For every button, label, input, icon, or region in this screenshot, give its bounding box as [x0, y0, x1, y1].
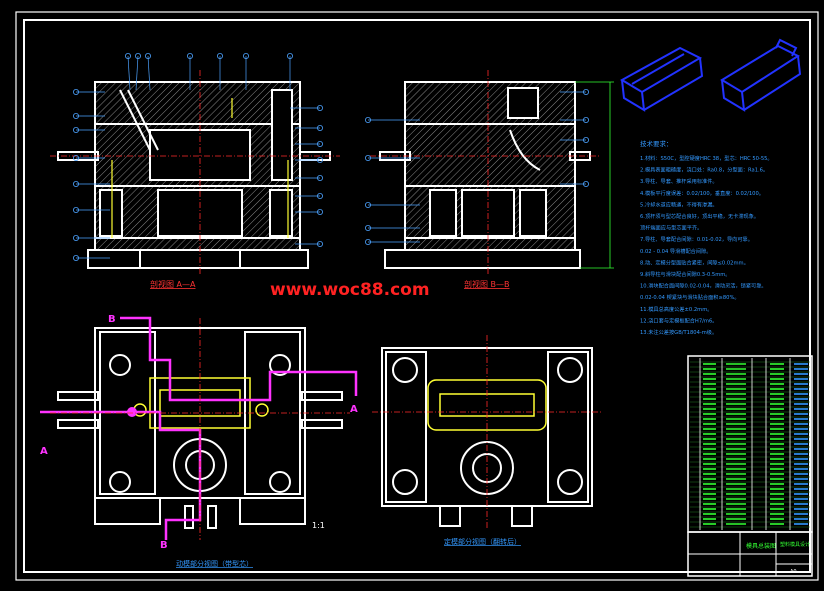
part-balloon	[316, 125, 323, 132]
part-balloon	[316, 156, 323, 163]
parts-list-table	[687, 355, 813, 533]
part-balloon	[73, 154, 80, 161]
technical-notes: 技术要求： 1.材料：S50C，型腔硬度HRC 38，型芯：HRC 50-55。…	[640, 139, 773, 336]
part-balloon	[316, 192, 323, 199]
section-aa-view: 剖视图 A—A	[50, 53, 340, 289]
section-letter-a-right: A	[350, 404, 358, 415]
part-balloon	[583, 136, 590, 143]
part-balloon	[125, 53, 132, 60]
section-origin-marker	[127, 407, 137, 417]
fixed-half-centerlines	[372, 335, 602, 530]
note-line: 2.模具表面粗糙度，浇口处：Ra0.8，分型面：Ra1.6。	[640, 166, 768, 174]
note-line: 4.模板平行度误差：0.02/100，垂直度：0.02/100。	[640, 189, 764, 197]
part-balloon	[364, 154, 371, 161]
section-bb-dimension	[575, 81, 614, 269]
watermark-text: www.woc88.com	[270, 280, 430, 300]
note-line: 8.动、定模分型面贴合紧密，间隙≤0.02mm。	[640, 258, 749, 266]
part-balloon	[364, 201, 371, 208]
section-bb-view: 剖视图 B—B	[364, 70, 614, 289]
part-balloon	[364, 238, 371, 245]
part-balloon	[242, 53, 249, 60]
part-balloon	[316, 240, 323, 247]
section-bb-leaders	[364, 89, 590, 245]
section-aa-caption: 剖视图 A—A	[150, 279, 196, 289]
part-balloon	[286, 53, 293, 60]
scale-mark: 1:1	[312, 521, 325, 530]
leader-line	[147, 55, 151, 91]
part-balloon	[583, 117, 590, 124]
notes-title: 技术要求：	[640, 139, 673, 148]
isometric-part-2	[720, 38, 802, 112]
part-balloon	[316, 208, 323, 215]
note-line: 0.02-0.04 楔紧块与滑块贴合面积≥80%。	[640, 293, 740, 301]
parts-list-grid	[690, 358, 810, 530]
part-balloon	[73, 254, 80, 261]
part-balloon	[364, 117, 371, 124]
moving-half-centerlines	[50, 318, 350, 540]
section-bb-centerlines	[370, 70, 600, 275]
part-balloon	[73, 89, 80, 96]
note-line: 9.斜导柱与滑块配合间隙0.3-0.5mm。	[640, 270, 731, 278]
section-aa-highlights	[111, 98, 289, 238]
section-aa-leaders	[73, 53, 323, 261]
section-bb-caption: 剖视图 B—B	[464, 279, 510, 289]
part-balloon	[73, 180, 80, 187]
section-letter-b-top: B	[108, 314, 116, 325]
part-balloon	[364, 224, 371, 231]
part-balloon	[144, 53, 151, 60]
leader-line	[135, 55, 139, 91]
note-line: 13.未注公差按GB/T1804-m级。	[640, 328, 717, 336]
part-balloon	[73, 113, 80, 120]
part-balloon	[216, 53, 223, 60]
note-line: 1.材料：S50C，型腔硬度HRC 38，型芯：HRC 50-55。	[640, 154, 773, 162]
title-sheet-size: A0	[790, 569, 797, 575]
note-line: 7.导柱、导套配合间隙：0.01-0.02，导向可靠。	[640, 235, 753, 243]
part-balloon	[583, 180, 590, 187]
moving-half-plan-view: B A A B 1:1 动模部分视图（带型芯）	[40, 314, 358, 568]
part-balloon	[73, 206, 80, 213]
notes-lines: 1.材料：S50C，型腔硬度HRC 38，型芯：HRC 50-55。 2.模具表面…	[640, 154, 773, 336]
part-balloon	[583, 89, 590, 96]
note-line: 顶杆端面应与型芯面平齐。	[640, 224, 702, 232]
note-line: 3.导柱、导套、推杆采用标准件。	[640, 177, 718, 185]
note-line: 6.顶杆须与型芯配合良好，顶出平稳，无卡滞现象。	[640, 212, 759, 220]
section-aa-centerlines	[50, 70, 340, 275]
title-block: 模具总装图 塑料模具设计 A0	[687, 531, 813, 577]
fixed-half-plan-view: 定模部分视图（翻转后）	[372, 335, 602, 546]
part-balloon	[316, 105, 323, 112]
leader-line	[127, 55, 131, 91]
title-company: 塑料模具设计	[780, 541, 810, 548]
isometric-part-1	[619, 46, 704, 112]
section-bb-outline	[379, 81, 591, 269]
part-balloon	[316, 140, 323, 147]
section-letter-a-left: A	[40, 446, 48, 457]
moving-half-caption: 动模部分视图（带型芯）	[176, 559, 253, 568]
note-line: 10.滑块配合面间隙0.02-0.04，滑动灵活，锁紧可靠。	[640, 282, 767, 290]
section-letter-b-bottom: B	[160, 540, 168, 551]
note-line: 12.浇口套与定模板配合H7/m6。	[640, 316, 717, 324]
fixed-half-caption: 定模部分视图（翻转后）	[444, 537, 521, 546]
part-balloon	[73, 234, 80, 241]
note-line: 5.冷却水道应畅通，不得有渗漏。	[640, 200, 718, 208]
part-balloon	[186, 53, 193, 60]
note-line: 0.02 - 0.04 导滑槽配合间隙。	[640, 247, 711, 255]
part-balloon	[73, 127, 80, 134]
part-balloon	[316, 174, 323, 181]
section-aa-outline	[57, 81, 331, 269]
title-drawing-name: 模具总装图	[746, 542, 776, 550]
note-line: 11.模具总高度公差±0.2mm。	[640, 305, 712, 313]
part-balloon	[134, 53, 141, 60]
